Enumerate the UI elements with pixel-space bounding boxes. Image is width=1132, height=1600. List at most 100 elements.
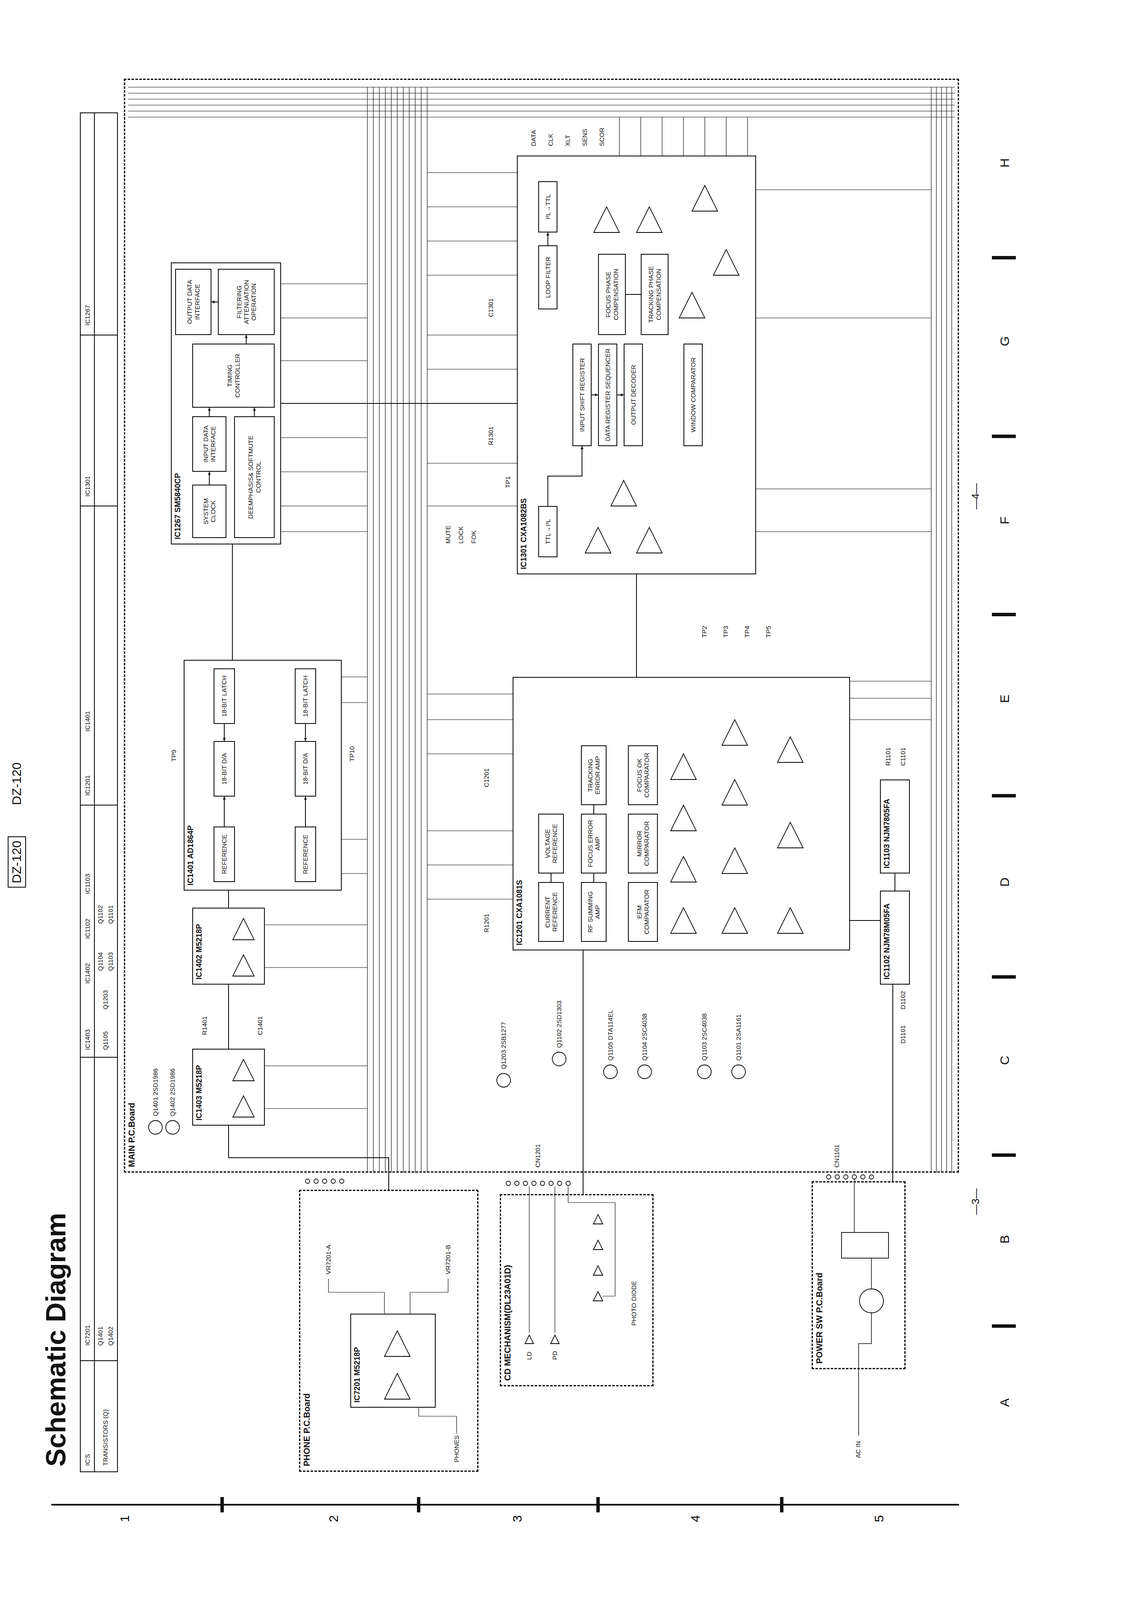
- opamp-symbol: [670, 753, 697, 780]
- part-label: TP10: [348, 744, 356, 763]
- part-label: CN1101: [832, 1143, 841, 1168]
- block-label: DEEMPHASIS& SOFTMUTE CONTROL: [246, 419, 262, 535]
- part-name: IC1401 AD1864P: [186, 824, 196, 886]
- function-block: CURRENT REFERENCE: [538, 881, 564, 942]
- part-label: DZ-120: [7, 835, 27, 888]
- part-name: IC1403 M5218P: [194, 1063, 204, 1121]
- connector-pin: [514, 1180, 520, 1185]
- part-label: C1201: [482, 767, 490, 788]
- function-block: 18-BIT D/A: [213, 740, 235, 797]
- ic-package: IC1402 M5218P: [192, 907, 265, 985]
- part-label: E: [997, 693, 1013, 704]
- block-label: 18-BIT D/A: [220, 752, 228, 785]
- signal-wire: [427, 368, 517, 370]
- connector-pin: [548, 1180, 554, 1185]
- wire-connector: [894, 873, 896, 891]
- part-label: Q1105: [101, 1029, 109, 1051]
- bus-wire: [128, 104, 955, 106]
- part-name: IC7201 M5218P: [352, 1345, 362, 1403]
- grid-tick: [991, 1323, 1016, 1328]
- opamp-symbol: [670, 856, 697, 882]
- function-block: TTL→I²L: [538, 505, 558, 558]
- opamp-symbol: [232, 1095, 255, 1117]
- wire-connector: [593, 873, 595, 882]
- signal-wire: [683, 117, 684, 156]
- wire-connector: [228, 984, 229, 1049]
- ic-package: IC1401 AD1864P18-BIT LATCH18-BIT D/AREFE…: [183, 659, 342, 891]
- part-label: 2: [326, 1513, 342, 1523]
- ruler-tick: [416, 1496, 421, 1512]
- signal-wire: [756, 530, 932, 532]
- function-block: SYSTEM CLOCK: [192, 484, 227, 538]
- function-block: 18-BIT LATCH: [294, 668, 317, 724]
- part-label: R1401: [200, 1014, 209, 1036]
- opamp-symbol: [777, 821, 804, 848]
- part-label: PHONES: [452, 1434, 461, 1463]
- signal-wire: [341, 676, 368, 677]
- signal-wire: [427, 829, 513, 831]
- part-name: PHONE P.C.Board: [302, 1391, 312, 1467]
- ic-package: IC1403 M5218P: [192, 1048, 265, 1126]
- part-label: Q1104: [96, 950, 104, 972]
- signal-wire: [704, 117, 705, 156]
- function-block: OUTPUT DECODER: [623, 343, 643, 446]
- grid-tick: [991, 974, 1016, 979]
- signal-wire: [850, 718, 932, 720]
- part-label: IC1267: [83, 304, 91, 327]
- bus-wire: [378, 87, 380, 1173]
- wire-connector: [211, 301, 218, 303]
- bus-wire: [366, 87, 368, 1173]
- part-label: Q1402 2SD1986: [168, 1067, 176, 1117]
- part-label: 1: [117, 1513, 133, 1523]
- function-block: 18-BIT LATCH: [213, 668, 235, 724]
- signal-wire: [341, 701, 368, 703]
- table-rule: [93, 112, 95, 1472]
- signal-wire: [427, 864, 513, 865]
- laser-diode-symbol: [524, 1334, 534, 1344]
- block-label: I²L→TTL: [544, 193, 552, 220]
- opamp-symbol: [232, 1058, 255, 1081]
- ic-package: IC7201 M5218P: [350, 1313, 436, 1408]
- wire-connector: [617, 394, 624, 396]
- bus-wire: [384, 87, 386, 1173]
- ic-package: IC1103 NJM7805FA: [879, 779, 910, 874]
- photo-diode-symbol: [593, 1265, 603, 1275]
- signal-wire: [427, 718, 513, 720]
- bus-wire: [128, 110, 955, 112]
- table-rule: [80, 1359, 118, 1361]
- part-label: IC1103: [83, 872, 91, 895]
- opamp-symbol: [384, 1372, 411, 1399]
- opamp-symbol: [670, 907, 697, 933]
- part-label: C1101: [899, 746, 907, 767]
- part-label: R1201: [482, 912, 490, 933]
- part-label: G: [997, 335, 1013, 347]
- signal-wire: [427, 240, 517, 241]
- wire-connector: [636, 574, 637, 677]
- part-label: SENS: [580, 127, 589, 147]
- signal-wire: [264, 1064, 368, 1066]
- block-label: LOOP FILTER: [544, 256, 552, 298]
- signal-wire: [427, 505, 517, 506]
- connector-pin: [313, 1178, 319, 1183]
- block-label: OUTPUT DATA INTERFACE: [185, 272, 201, 332]
- opamp-symbol: [721, 779, 748, 805]
- wire-connector: [223, 723, 225, 741]
- signal-wire: [264, 923, 368, 925]
- function-block: INPUT DATA INTERFACE: [192, 416, 227, 472]
- photo-diode-symbol: [593, 1290, 603, 1301]
- signal-wire: [756, 189, 932, 190]
- wire-connector: [593, 804, 595, 814]
- opamp-symbol: [777, 736, 804, 763]
- signal-wire: [281, 436, 368, 438]
- signal-wire: [281, 317, 368, 318]
- part-label: R1301: [486, 425, 495, 446]
- connector-pin: [860, 1174, 866, 1179]
- part-label: C1301: [486, 297, 495, 318]
- opamp-symbol: [721, 847, 748, 874]
- block-label: 18-BIT LATCH: [220, 675, 228, 717]
- wire-connector: [550, 873, 552, 882]
- signal-wire: [427, 206, 517, 207]
- signal-wire: [725, 117, 727, 156]
